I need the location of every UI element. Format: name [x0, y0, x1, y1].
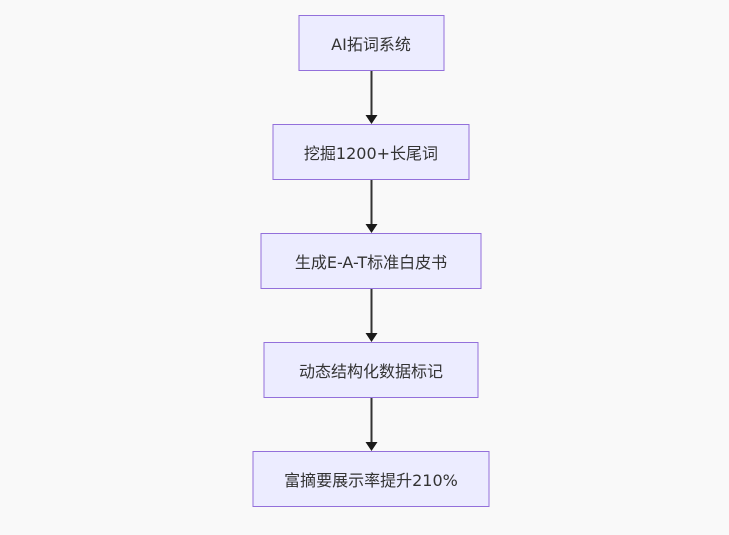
flow-node-n2: 挖掘1200+长尾词 [272, 124, 470, 180]
flow-node-label: 动态结构化数据标记 [298, 362, 443, 381]
flow-node-label: AI拓词系统 [331, 35, 411, 54]
arrowhead-down-icon [365, 333, 377, 342]
arrow-line [370, 289, 372, 333]
flow-node-label: 挖掘1200+长尾词 [303, 144, 439, 163]
flow-node-n4: 动态结构化数据标记 [263, 342, 479, 398]
flow-node-label: 生成E-A-T标准白皮书 [294, 253, 448, 272]
flow-arrow [365, 71, 377, 124]
flow-arrow [365, 289, 377, 342]
flowchart: AI拓词系统挖掘1200+长尾词生成E-A-T标准白皮书动态结构化数据标记富摘要… [252, 15, 490, 507]
flow-node-n5: 富摘要展示率提升210% [252, 451, 490, 507]
arrowhead-down-icon [365, 442, 377, 451]
arrow-line [370, 71, 372, 115]
flow-arrow [365, 398, 377, 451]
arrowhead-down-icon [365, 224, 377, 233]
flow-node-n1: AI拓词系统 [298, 15, 444, 71]
flow-arrow [365, 180, 377, 233]
arrow-line [370, 180, 372, 224]
flow-node-label: 富摘要展示率提升210% [284, 471, 458, 490]
flow-node-n3: 生成E-A-T标准白皮书 [260, 233, 482, 289]
arrow-line [370, 398, 372, 442]
arrowhead-down-icon [365, 115, 377, 124]
